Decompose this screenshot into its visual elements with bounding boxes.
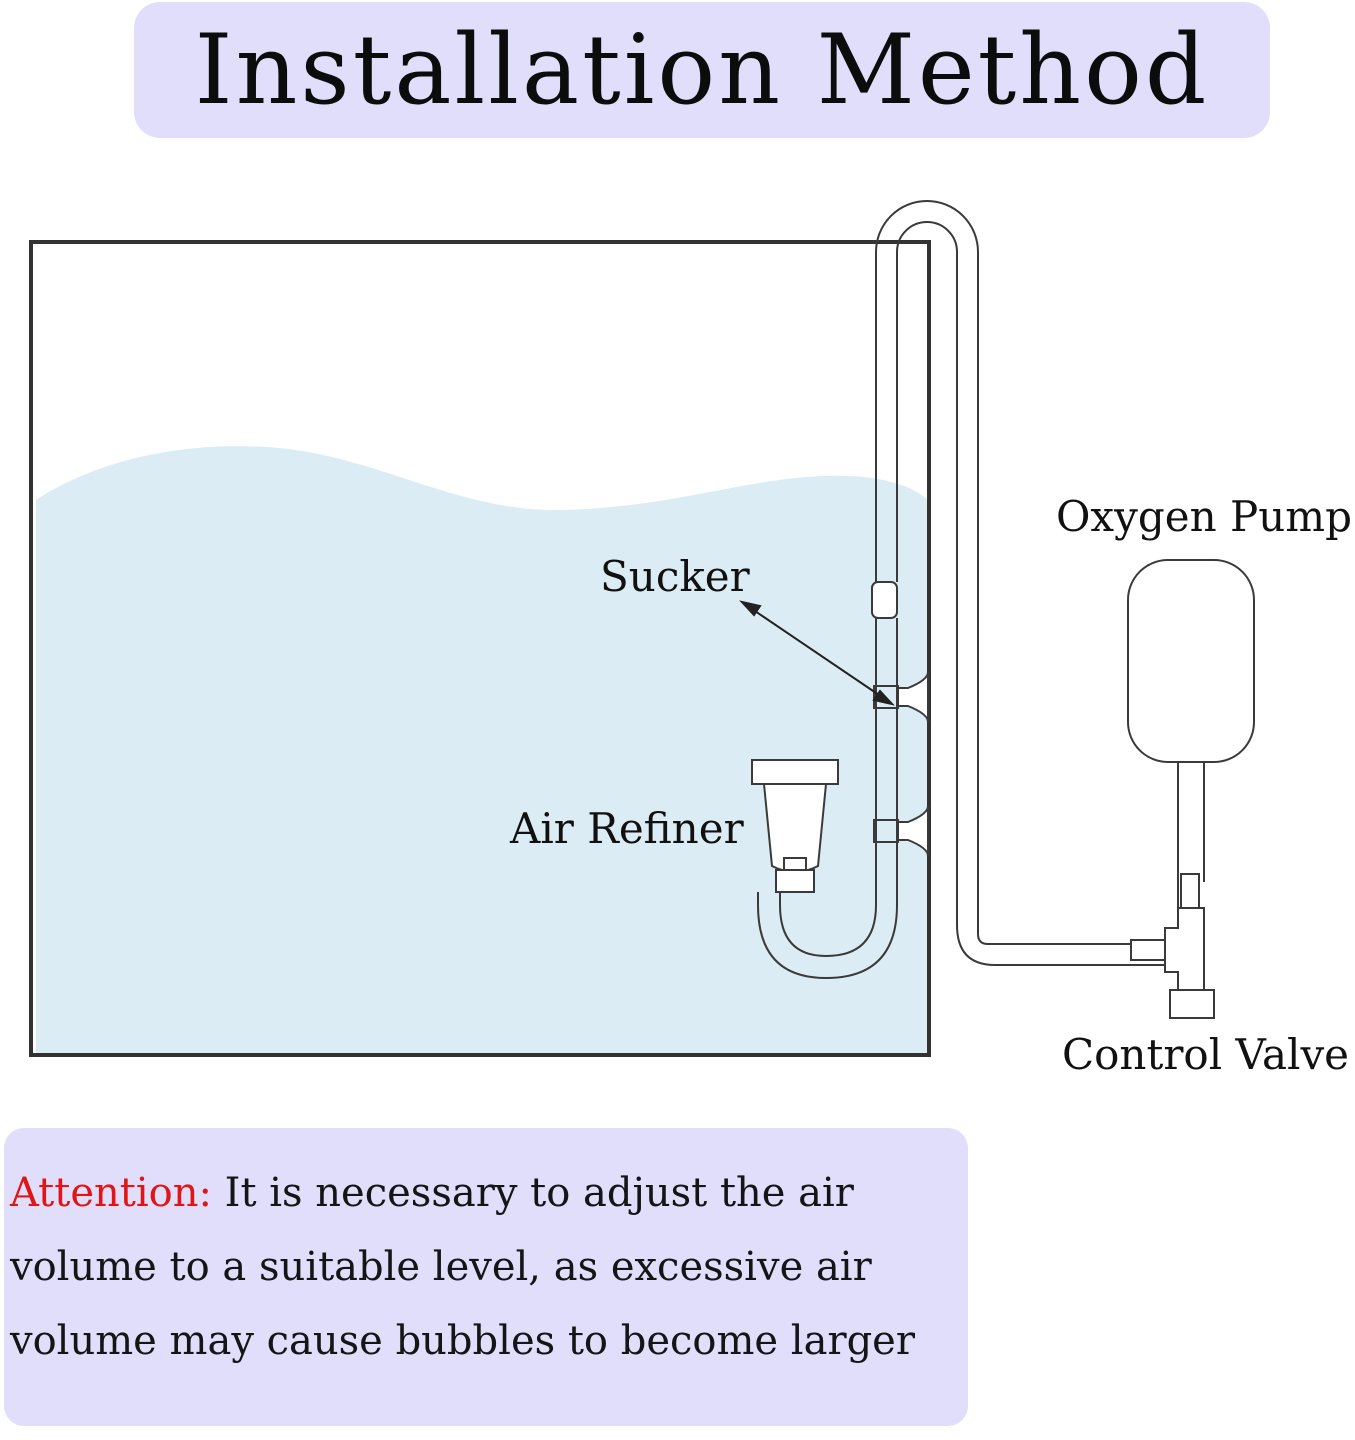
- page-title: Installation Method: [194, 14, 1210, 126]
- control-valve: [1130, 907, 1215, 1019]
- title-banner: Installation Method: [134, 2, 1270, 138]
- sucker-label: Sucker: [600, 552, 750, 601]
- control-valve-label: Control Valve: [1062, 1030, 1350, 1079]
- sucker-upper: [873, 671, 929, 723]
- attention-text: It is necessary to adjust the air volume…: [10, 1170, 915, 1364]
- attention-note: Attention: It is necessary to adjust the…: [10, 1156, 964, 1378]
- oxygen-pump: [1127, 559, 1255, 928]
- air-refiner-label: Air Refiner: [510, 804, 744, 853]
- air-refiner: [751, 759, 839, 893]
- water: [36, 446, 928, 1054]
- sucker-lower: [873, 805, 929, 857]
- oxygen-pump-label: Oxygen Pump: [1056, 492, 1353, 541]
- air-tube: [875, 200, 1165, 966]
- aquarium-tank: [29, 240, 931, 1057]
- attention-box: Attention: It is necessary to adjust the…: [4, 1128, 968, 1426]
- tube-connector: [871, 581, 898, 619]
- sucker-arrow: [739, 600, 895, 706]
- inner-tube: [757, 618, 898, 980]
- attention-label: Attention:: [10, 1170, 212, 1216]
